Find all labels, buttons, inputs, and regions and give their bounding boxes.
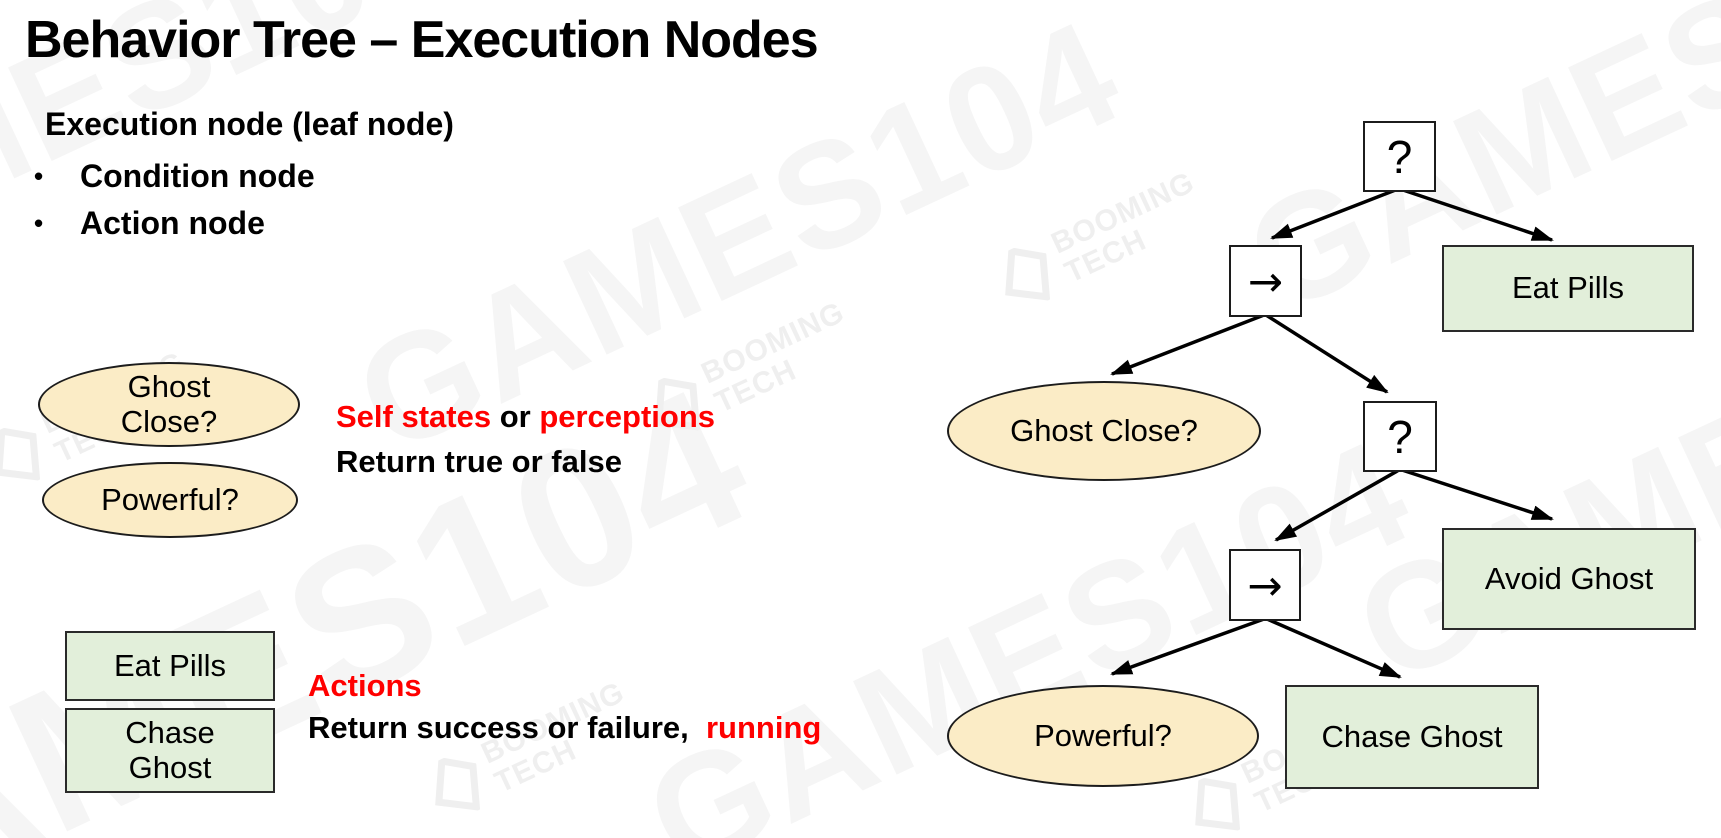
bullet-dot: •: [34, 208, 44, 238]
tree-selector-node-2: ?: [1363, 401, 1437, 472]
note-red-text: perceptions: [539, 399, 716, 434]
booming-text: BOOMING: [1046, 165, 1200, 261]
tree-action-chase-ghost: Chase Ghost: [1285, 685, 1539, 789]
booming-tech-logo-icon: [0, 426, 40, 481]
tree-edge: [1401, 468, 1554, 521]
bullet-label: Action node: [80, 205, 265, 241]
action-label: Avoid Ghost: [1484, 560, 1654, 596]
condition-label: Powerful?: [1034, 717, 1172, 753]
tree-condition-ghost-close: Ghost Close?: [947, 381, 1261, 481]
sequence-arrow-icon: →: [1247, 256, 1284, 306]
condition-label: Powerful?: [101, 481, 239, 517]
action-note-line2: Return success or failure, running: [308, 710, 821, 746]
tree-edge: [1266, 617, 1402, 679]
tree-edge: [1110, 313, 1265, 376]
sequence-arrow-icon: →: [1247, 560, 1283, 610]
tree-root-selector-node: ?: [1363, 121, 1436, 192]
note-red-text: Self states: [336, 399, 492, 434]
bullet-action-node: • Action node: [34, 205, 265, 242]
action-node-example-eat-pills: Eat Pills: [65, 631, 275, 701]
bullet-label: Condition node: [80, 158, 315, 194]
tree-edge: [1274, 468, 1400, 542]
tree-action-avoid-ghost: Avoid Ghost: [1442, 528, 1696, 630]
action-label: Chase Ghost: [125, 714, 215, 785]
tree-sequence-node-2: →: [1229, 549, 1301, 621]
tree-edge: [1399, 187, 1554, 242]
booming-tech-logo-icon: [434, 756, 480, 811]
tech-text: TECH: [1059, 222, 1152, 290]
action-label: Eat Pills: [1512, 270, 1624, 306]
condition-label: Ghost Close?: [120, 368, 218, 439]
page-title: Behavior Tree – Execution Nodes: [25, 11, 819, 69]
section-heading: Execution node (leaf node): [45, 106, 454, 142]
note-black-text: or: [491, 399, 540, 434]
condition-node-example-powerful: Powerful?: [42, 462, 298, 538]
selector-symbol: ?: [1387, 410, 1413, 463]
action-label: Chase Ghost: [1321, 718, 1503, 754]
condition-note-line2: Return true or false: [336, 444, 622, 479]
note-black-text: Return success or failure,: [308, 710, 689, 745]
tech-text: TECH: [709, 352, 802, 420]
action-node-example-chase-ghost: Chase Ghost: [65, 708, 275, 793]
tree-action-eat-pills: Eat Pills: [1442, 245, 1694, 332]
bullet-condition-node: • Condition node: [34, 158, 315, 195]
tree-edge: [1270, 187, 1399, 240]
condition-note-line1: Self states or perceptions: [336, 399, 715, 435]
tree-condition-powerful: Powerful?: [947, 685, 1259, 787]
condition-node-example-ghost-close: Ghost Close?: [38, 362, 300, 447]
tree-edge: [1110, 617, 1265, 676]
action-label: Eat Pills: [114, 647, 226, 683]
bullet-dot: •: [34, 161, 44, 191]
tree-edge: [1265, 313, 1389, 394]
booming-tech-logo-icon: [1004, 246, 1050, 301]
booming-text: BOOMING: [696, 295, 850, 391]
selector-symbol: ?: [1386, 130, 1413, 183]
condition-label: Ghost Close?: [1010, 412, 1198, 448]
action-note-heading: Actions: [308, 668, 422, 703]
note-red-text: running: [705, 710, 822, 745]
tree-sequence-node-1: →: [1229, 245, 1302, 317]
